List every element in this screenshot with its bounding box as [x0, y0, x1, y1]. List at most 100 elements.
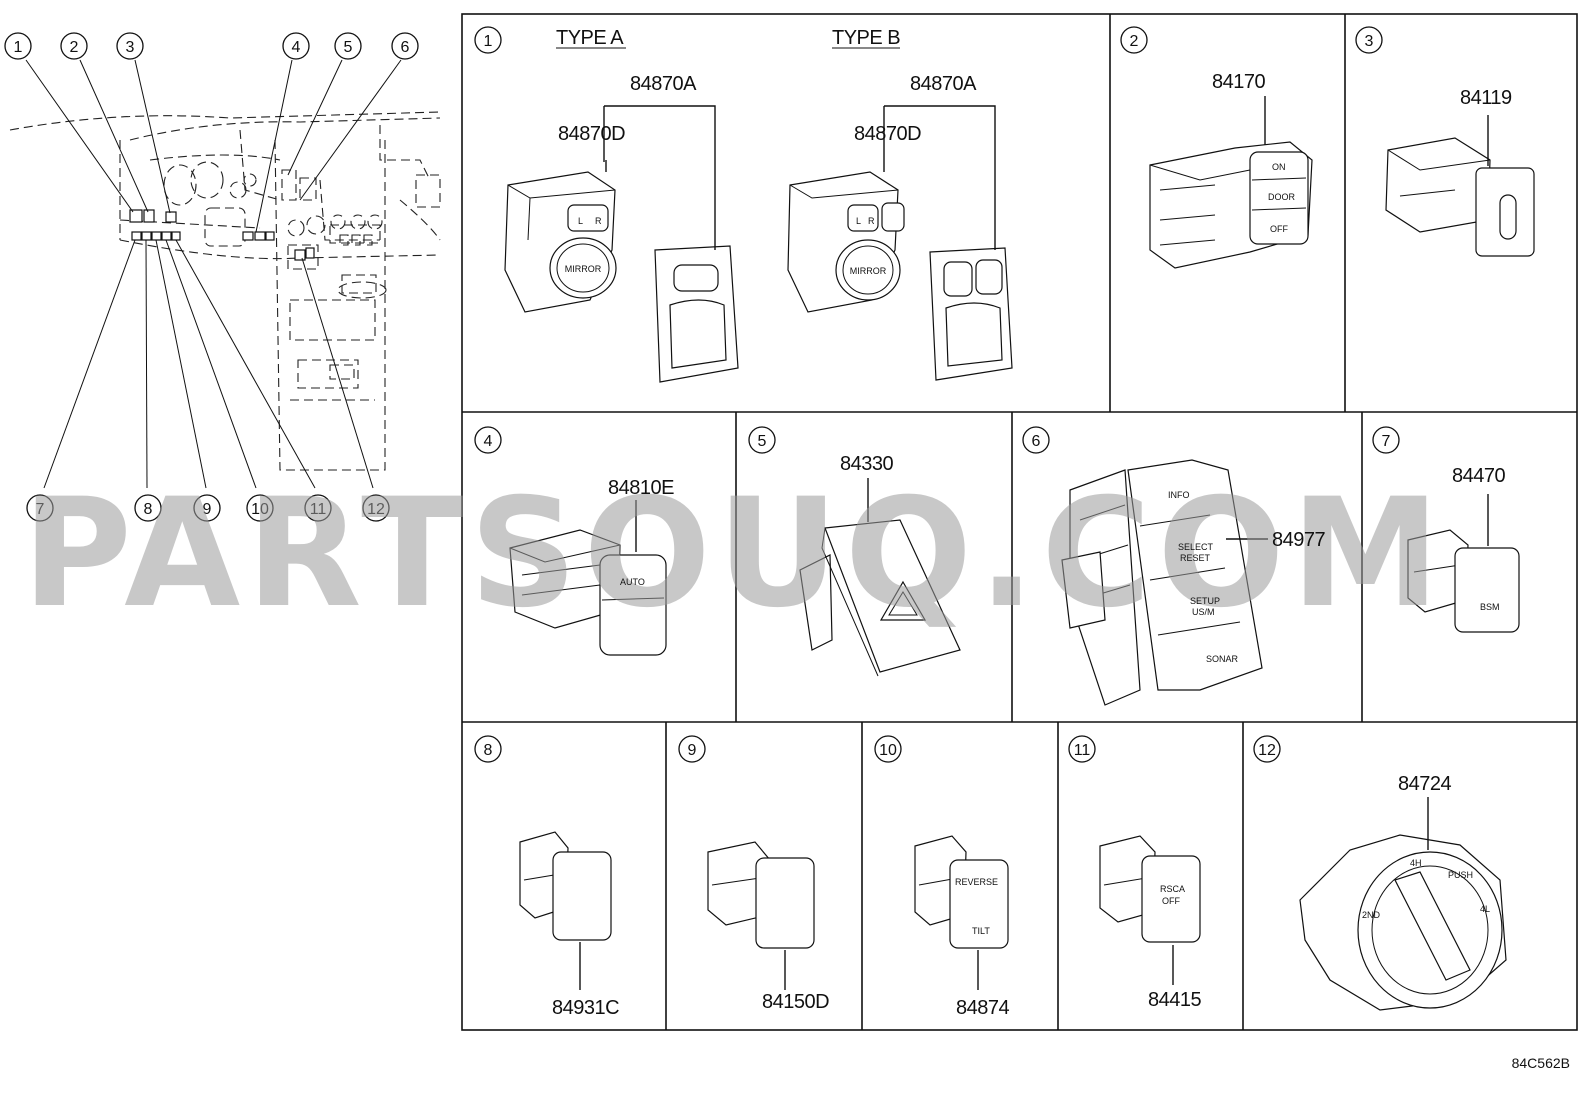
mark-select: SELECT: [1178, 542, 1214, 552]
panel-number-8: 8: [474, 735, 502, 763]
mark-rsca: RSCA: [1160, 884, 1185, 894]
overview-callout-1: 1: [4, 32, 32, 60]
overview-callout-9: 9: [193, 494, 221, 522]
overview-callout-5: 5: [334, 32, 362, 60]
overview-callout-2-label: 2: [70, 39, 79, 56]
panel-number-11-label: 11: [1074, 742, 1091, 759]
part-number-84724: 84724: [1398, 773, 1451, 795]
panel-number-7: 7: [1372, 426, 1400, 454]
part-number-84870a-type-b: 84870A: [910, 73, 977, 95]
overview-callout-8: 8: [134, 494, 162, 522]
panel-number-6-label: 6: [1032, 433, 1041, 450]
mark-r-a: R: [595, 216, 602, 226]
panel-11-switch: [1099, 835, 1201, 985]
panel-number-12-label: 12: [1258, 742, 1276, 759]
mark-mirror-b: MIRROR: [850, 266, 887, 276]
part-number-84931c: 84931C: [552, 997, 619, 1019]
mark-tilt: TILT: [972, 926, 990, 936]
overview-callout-1-label: 1: [14, 39, 23, 56]
overview-callout-12-label: 12: [367, 501, 385, 518]
panel-6-multi-switch: [1061, 459, 1268, 706]
mark-2nd: 2ND: [1362, 910, 1381, 920]
mark-rsca-off: OFF: [1162, 896, 1180, 906]
overview-leader-lines: [25, 59, 402, 489]
mark-4h: 4H: [1410, 858, 1422, 868]
mark-info: INFO: [1168, 490, 1190, 500]
panel-9-switch: [707, 841, 815, 990]
panel-number-9: 9: [678, 735, 706, 763]
panel-3-dimmer: [1385, 115, 1535, 257]
overview-callout-11: 11: [304, 494, 332, 522]
mark-mirror-a: MIRROR: [565, 264, 602, 274]
panel-7-bsm-switch: [1407, 494, 1520, 633]
panel-number-8-label: 8: [484, 742, 493, 759]
mark-auto: AUTO: [620, 577, 645, 587]
panel-1-mirror-switches: [504, 47, 1013, 383]
watermark: PARTSOUQ.COM: [22, 467, 1446, 641]
panel-5-hazard: [799, 478, 961, 677]
mark-sonar: SONAR: [1206, 654, 1239, 664]
part-number-84119: 84119: [1460, 87, 1512, 109]
panel-number-2-label: 2: [1130, 33, 1139, 50]
mark-door: DOOR: [1268, 192, 1296, 202]
panel-number-12: 12: [1253, 735, 1281, 763]
overview-callout-12: 12: [362, 494, 390, 522]
panel-number-10: 10: [874, 735, 902, 763]
mark-reset: RESET: [1180, 553, 1211, 563]
mark-l-a: L: [578, 216, 583, 226]
overview-callout-11-label: 11: [310, 501, 327, 518]
part-number-84330: 84330: [840, 453, 893, 475]
mark-usm: US/M: [1192, 607, 1215, 617]
part-number-84870d-type-b: 84870D: [854, 123, 921, 145]
part-number-84150d: 84150D: [762, 991, 829, 1013]
panel-12-4wd-knob: [1299, 797, 1507, 1011]
mark-l-b: L: [856, 216, 861, 226]
panel-number-5: 5: [748, 426, 776, 454]
part-number-84870d-type-a: 84870D: [558, 123, 625, 145]
part-number-84170: 84170: [1212, 71, 1265, 93]
overview-callout-6-label: 6: [401, 39, 410, 56]
panel-number-7-label: 7: [1382, 433, 1391, 450]
panel-8-switch: [519, 831, 612, 990]
overview-callout-3-label: 3: [126, 39, 135, 56]
diagram-code: 84C562B: [1511, 1055, 1570, 1071]
overview-callout-9-label: 9: [203, 501, 212, 518]
overview-callout-8-label: 8: [144, 501, 153, 518]
overview-callout-3: 3: [116, 32, 144, 60]
panel-grid: [461, 13, 1578, 1031]
panel-number-2: 2: [1120, 26, 1148, 54]
panel-number-6: 6: [1022, 426, 1050, 454]
panel-10-switch: [914, 835, 1009, 990]
overview-callout-2: 2: [60, 32, 88, 60]
panel-number-9-label: 9: [688, 742, 697, 759]
mark-reverse: REVERSE: [955, 877, 998, 887]
panel-number-10-label: 10: [879, 742, 897, 759]
mark-bsm: BSM: [1480, 602, 1500, 612]
mark-off: OFF: [1270, 224, 1288, 234]
panel-2-switch: [1149, 96, 1313, 269]
part-number-84415: 84415: [1148, 989, 1201, 1011]
panel-4-switch: [509, 500, 667, 656]
type-b-label: TYPE B: [832, 27, 900, 49]
mark-on: ON: [1272, 162, 1286, 172]
mark-4l: 4L: [1480, 904, 1490, 914]
panel-number-3: 3: [1355, 26, 1383, 54]
overview-callout-4-label: 4: [292, 39, 301, 56]
overview-callout-10: 10: [246, 494, 274, 522]
panel-number-3-label: 3: [1365, 33, 1374, 50]
part-number-84810e: 84810E: [608, 477, 674, 499]
overview-callout-7: 7: [26, 494, 54, 522]
mark-r-b: R: [868, 216, 875, 226]
overview-callout-7-label: 7: [36, 501, 45, 518]
panel-number-11: 11: [1068, 735, 1096, 763]
panel-number-5-label: 5: [758, 433, 767, 450]
dashboard-overview: [9, 111, 441, 471]
mark-setup: SETUP: [1190, 596, 1220, 606]
overview-callout-4: 4: [282, 32, 310, 60]
mark-push: PUSH: [1448, 870, 1473, 880]
part-number-84874: 84874: [956, 997, 1009, 1019]
part-number-84870a-type-a: 84870A: [630, 73, 697, 95]
part-number-84470: 84470: [1452, 465, 1505, 487]
overview-callout-10-label: 10: [251, 501, 269, 518]
